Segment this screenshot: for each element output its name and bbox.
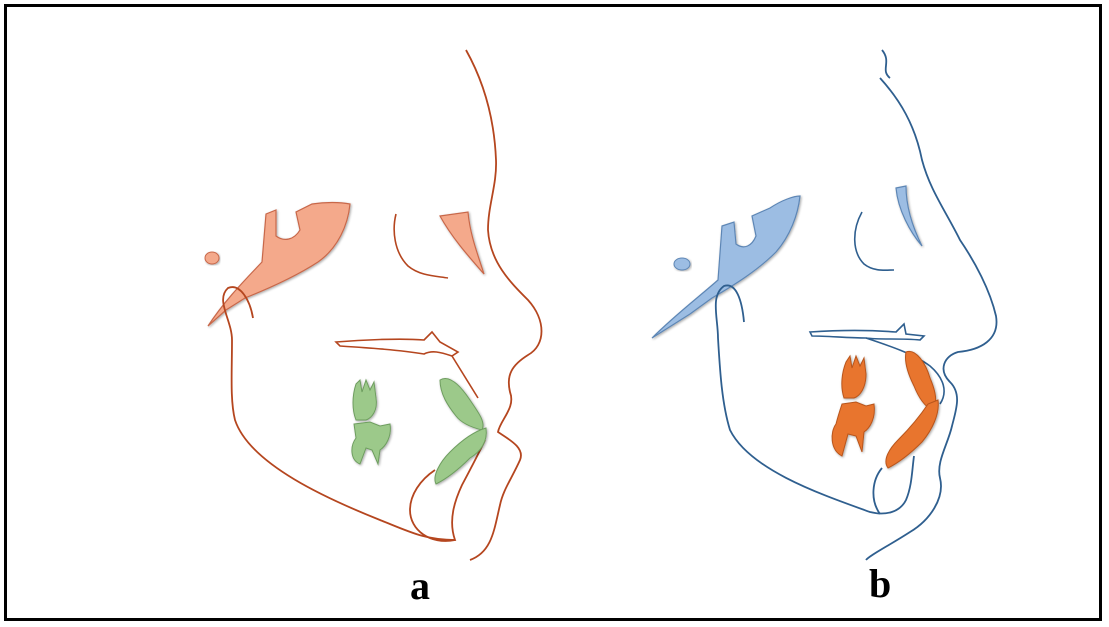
panel-a-orbit-wedge — [440, 212, 484, 274]
panel-a-lower-molar — [352, 422, 390, 464]
panel-b-upper-molar — [842, 356, 866, 398]
panel-b-lower-molar — [832, 402, 874, 456]
panel-a-upper-incisor — [440, 379, 483, 430]
panel-a-cranial-base — [208, 203, 350, 327]
panel-b-porion — [674, 258, 690, 270]
panel-a-chin-curve — [410, 470, 455, 541]
panel-b-mandible — [716, 285, 914, 513]
panel-b-upper-incisor — [905, 351, 935, 410]
panel-a-upper-molar — [353, 380, 376, 420]
panel-b-cranial-base — [652, 196, 800, 338]
panel-b-orbit-line — [855, 212, 894, 270]
panel-a-orbit-line — [394, 214, 448, 278]
panel-a-lower-incisor — [435, 428, 486, 484]
panel-a-porion — [205, 252, 219, 264]
panel-b-teeth — [832, 351, 938, 468]
panel-b-label: b — [869, 564, 891, 604]
panel-b-profile — [652, 50, 997, 560]
panel-b-soft-tissue-profile — [866, 50, 997, 560]
panel-a-palatal-plane — [336, 332, 458, 356]
panel-a-label: a — [410, 566, 430, 606]
panel-b-orbit-wedge — [896, 186, 922, 246]
panel-b-lower-incisor — [886, 400, 938, 468]
panel-b-chin-curve — [873, 468, 882, 514]
panel-a-soft-tissue-profile — [466, 50, 542, 560]
panel-a-teeth — [352, 379, 486, 484]
panel-a-profile — [205, 50, 542, 560]
